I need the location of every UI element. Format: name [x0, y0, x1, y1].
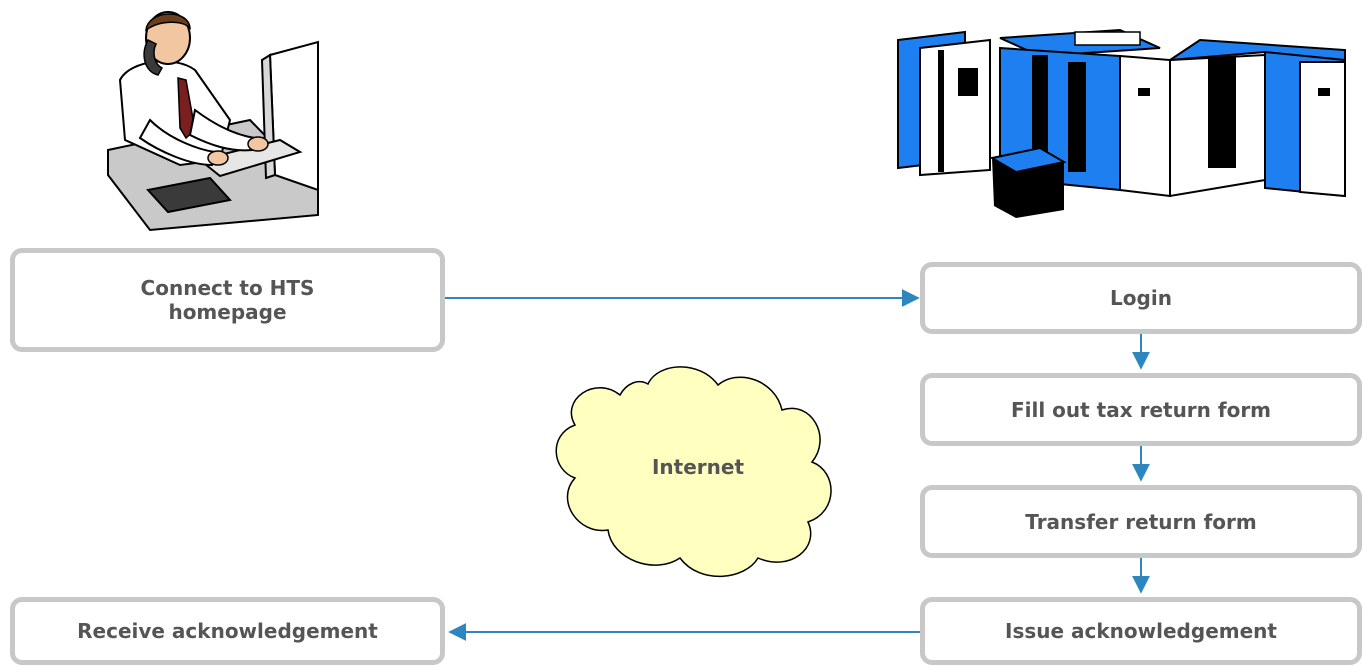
connect-homepage-label: Connect to HTS homepage — [140, 276, 315, 324]
internet-label: Internet — [651, 455, 745, 479]
transfer-form-label: Transfer return form — [1025, 509, 1257, 534]
issue-acknowledgement-box: Issue acknowledgement — [920, 597, 1362, 665]
fill-form-box: Fill out tax return form — [920, 373, 1362, 446]
fill-form-label: Fill out tax return form — [1010, 397, 1272, 422]
internet-cloud — [555, 366, 832, 578]
receive-acknowledgement-label: Receive acknowledgement — [77, 619, 378, 643]
issue-acknowledgement-label: Issue acknowledgement — [1005, 619, 1277, 643]
transfer-form-box: Transfer return form — [920, 485, 1362, 558]
login-box: Login — [920, 262, 1362, 334]
login-label: Login — [1110, 286, 1172, 310]
person-at-computer-icon — [107, 11, 319, 232]
connect-homepage-box: Connect to HTS homepage — [10, 248, 445, 352]
receive-acknowledgement-box: Receive acknowledgement — [10, 597, 445, 665]
server-rack-icon — [897, 28, 1346, 218]
